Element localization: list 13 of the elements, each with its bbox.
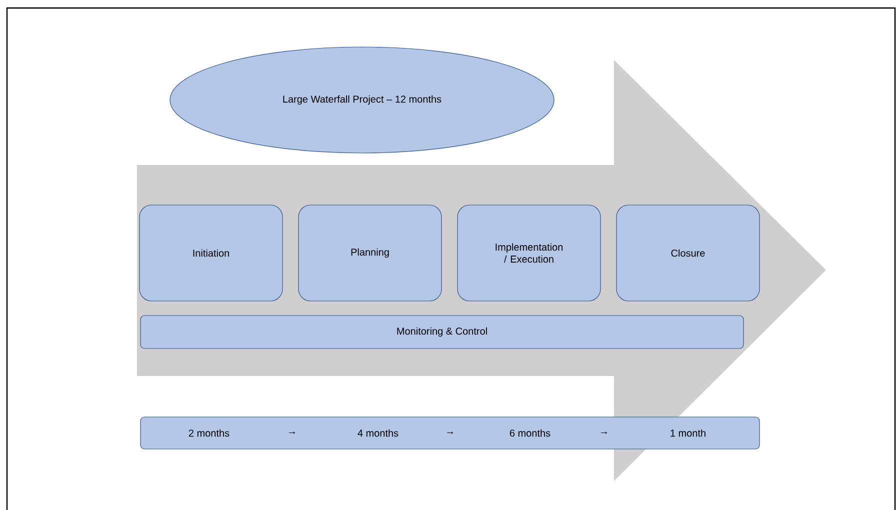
bar-box: Monitoring & Control: [140, 315, 744, 349]
timeline-bar: [140, 416, 760, 450]
phase-box: Implementation / Execution: [457, 204, 601, 302]
duration-text: 4 months: [358, 429, 398, 437]
phase-box: Closure: [616, 204, 760, 302]
arrow-sign: →: [601, 432, 607, 434]
duration-text: 2 months: [188, 429, 230, 437]
phase-box: Planning: [298, 204, 442, 302]
duration-text: 1 month: [670, 429, 706, 437]
arrow-sign: →: [447, 432, 453, 434]
phase-box: Initiation: [139, 204, 283, 302]
arrow-sign: →: [289, 432, 295, 434]
duration-text: 6 months: [510, 429, 550, 437]
